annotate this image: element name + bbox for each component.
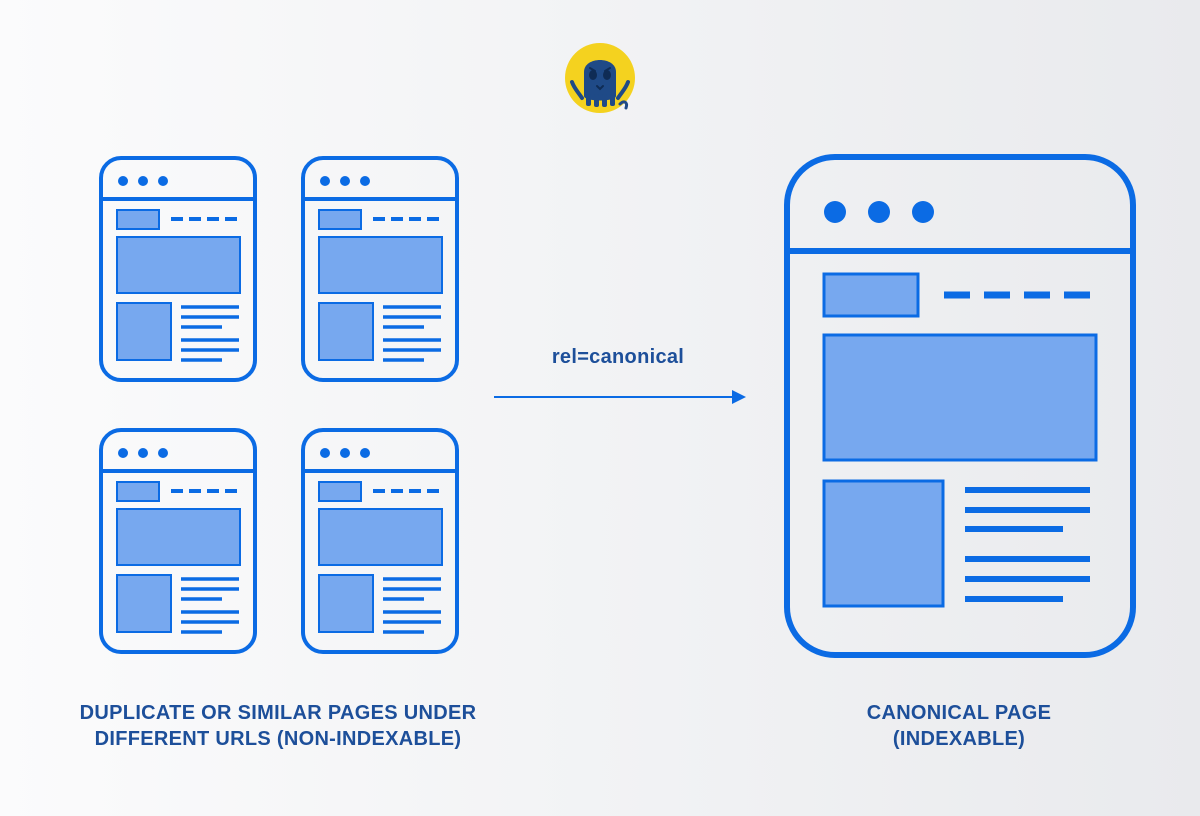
caption-line: DIFFERENT URLS (NON-INDEXABLE) (94, 728, 462, 750)
caption-line: (INDEXABLE) (892, 728, 1026, 750)
octopus-logo-icon (565, 43, 635, 113)
canonical-page-caption: CANONICAL PAGE (INDEXABLE) (800, 700, 1118, 752)
duplicate-page-icon (99, 428, 257, 654)
caption-line: DUPLICATE OR SIMILAR PAGES UNDER (79, 702, 477, 724)
duplicate-page-icon (99, 156, 257, 382)
caption-line: CANONICAL PAGE (866, 702, 1052, 724)
duplicate-pages-caption: DUPLICATE OR SIMILAR PAGES UNDER DIFFERE… (40, 700, 516, 752)
duplicate-page-icon (301, 156, 459, 382)
duplicate-page-icon (301, 428, 459, 654)
right-arrow-icon (494, 390, 746, 404)
canonical-page-icon (784, 154, 1136, 658)
arrow-label: rel=canonical (551, 346, 685, 368)
